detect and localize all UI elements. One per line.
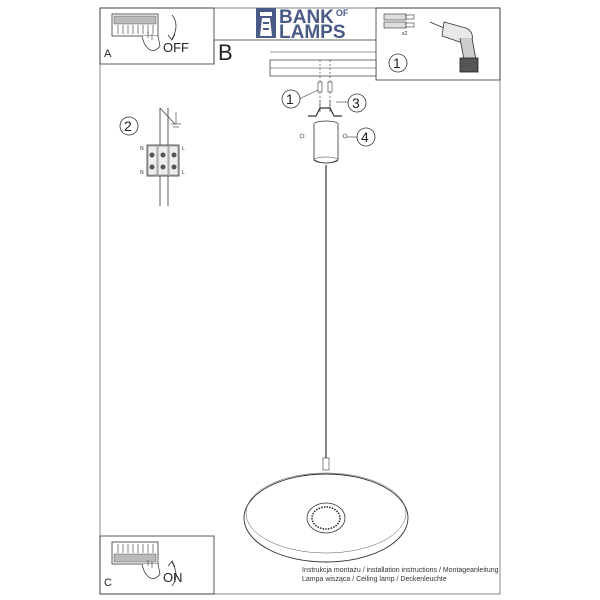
terminal-label-n-bottom: N: [140, 170, 144, 176]
brand-logo-icon: [256, 8, 276, 38]
terminal-label-l-bottom: L: [182, 170, 185, 176]
terminal-label-n-top: N: [140, 146, 144, 152]
bracket-step-circle: [347, 93, 367, 113]
arrow-down-icon: [171, 14, 177, 40]
canopy-step-circle: [356, 127, 376, 147]
wiring-step-number: 2: [124, 118, 132, 134]
panel-a-letter: A: [104, 48, 112, 60]
wiring-step-circle: [119, 116, 139, 136]
wall-plug-icon: [383, 13, 415, 29]
lamp-shade: [243, 472, 409, 563]
ceiling-mount: [213, 39, 377, 77]
tools-step-circle: [388, 53, 408, 73]
terminal-block: [146, 107, 181, 206]
panel-c-box: [99, 535, 215, 595]
breaker-on-icon: [111, 541, 161, 579]
panel-c-letter: C: [104, 577, 112, 589]
mount-step-circle: [281, 89, 301, 109]
panel-a-state: OFF: [163, 40, 189, 55]
panel-tools-box: [375, 7, 501, 81]
panel-b-letter: B: [218, 40, 233, 65]
bracket-step-number: 3: [352, 95, 360, 111]
canopy-step-number: 4: [361, 129, 369, 145]
footer-line2: Lampa wisząca / Ceiling lamp / Deckenleu…: [302, 576, 447, 583]
brand-name-line2: LAMPS: [279, 22, 346, 43]
mount-step-number: 1: [286, 91, 294, 107]
footer-line1: Instrukcja montażu / installation instru…: [302, 567, 499, 574]
lamp-canopy: [299, 120, 348, 164]
breaker-off-icon: [111, 13, 161, 51]
drill-icon: [429, 21, 479, 73]
sheet-frame: [99, 7, 501, 595]
tools-step-number: 1: [393, 55, 401, 71]
panel-a-box: [99, 7, 215, 65]
arrow-up-icon: [171, 561, 177, 587]
wall-plug-quantity: x2: [402, 31, 408, 37]
terminal-label-l-top: L: [182, 146, 185, 152]
mounting-bracket: [308, 107, 342, 117]
panel-c-state: ON: [163, 570, 183, 585]
